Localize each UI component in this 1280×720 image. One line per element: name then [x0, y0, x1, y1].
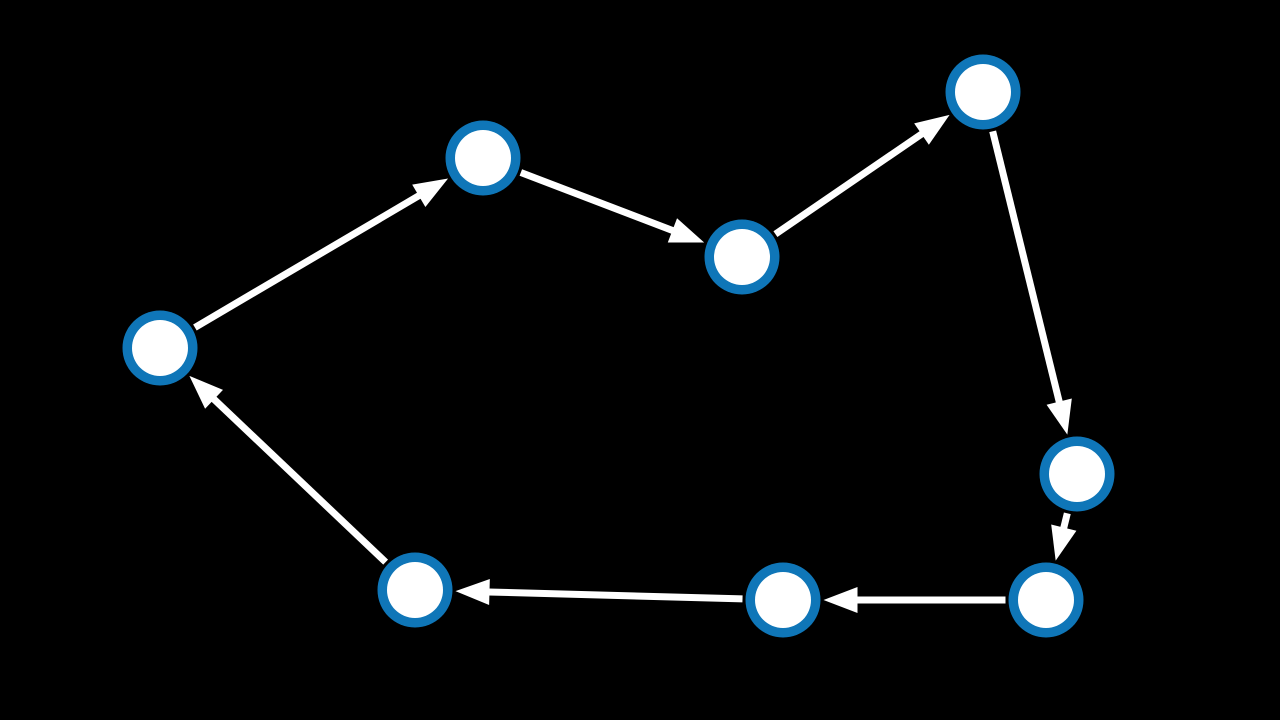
- edge-line: [483, 588, 743, 603]
- node-n7[interactable]: [745, 562, 821, 638]
- edge-line: [989, 130, 1065, 409]
- edge-line: [773, 127, 929, 238]
- node-n3[interactable]: [704, 219, 780, 295]
- arrowhead-icon: [412, 178, 449, 207]
- node-n1[interactable]: [122, 310, 198, 386]
- arrowhead-icon: [823, 587, 858, 613]
- node-n8[interactable]: [377, 552, 453, 628]
- edge-n4-to-n5[interactable]: [989, 130, 1072, 435]
- arrowhead-icon: [1046, 398, 1072, 435]
- arrowhead-icon: [1051, 524, 1077, 561]
- edge-n5-to-n6[interactable]: [1051, 512, 1077, 561]
- arrowhead-icon: [914, 114, 950, 145]
- node-n6[interactable]: [1008, 562, 1084, 638]
- edge-n7-to-n8[interactable]: [455, 579, 743, 606]
- node-n5[interactable]: [1039, 436, 1115, 512]
- node-fill-inner: [455, 130, 511, 186]
- node-fill-inner: [387, 562, 443, 618]
- node-fill-inner: [755, 572, 811, 628]
- edge-n1-to-n2[interactable]: [193, 178, 449, 331]
- edge-line: [193, 189, 426, 331]
- node-n2[interactable]: [445, 120, 521, 196]
- node-n4[interactable]: [945, 54, 1021, 130]
- edges-layer: [189, 114, 1077, 613]
- node-fill-inner: [714, 229, 770, 285]
- node-fill-inner: [132, 320, 188, 376]
- arrowhead-icon: [189, 375, 223, 409]
- nodes-layer: [122, 54, 1115, 638]
- node-fill-inner: [1049, 446, 1105, 502]
- arrowhead-icon: [455, 579, 490, 606]
- node-fill-inner: [1018, 572, 1074, 628]
- edge-line: [207, 392, 389, 565]
- edge-n2-to-n3[interactable]: [519, 169, 705, 243]
- edge-n3-to-n4[interactable]: [773, 114, 950, 238]
- edge-n6-to-n7[interactable]: [823, 587, 1006, 613]
- edge-n8-to-n1[interactable]: [189, 375, 389, 565]
- arrowhead-icon: [667, 218, 705, 243]
- edge-line: [519, 169, 680, 236]
- node-fill-inner: [955, 64, 1011, 120]
